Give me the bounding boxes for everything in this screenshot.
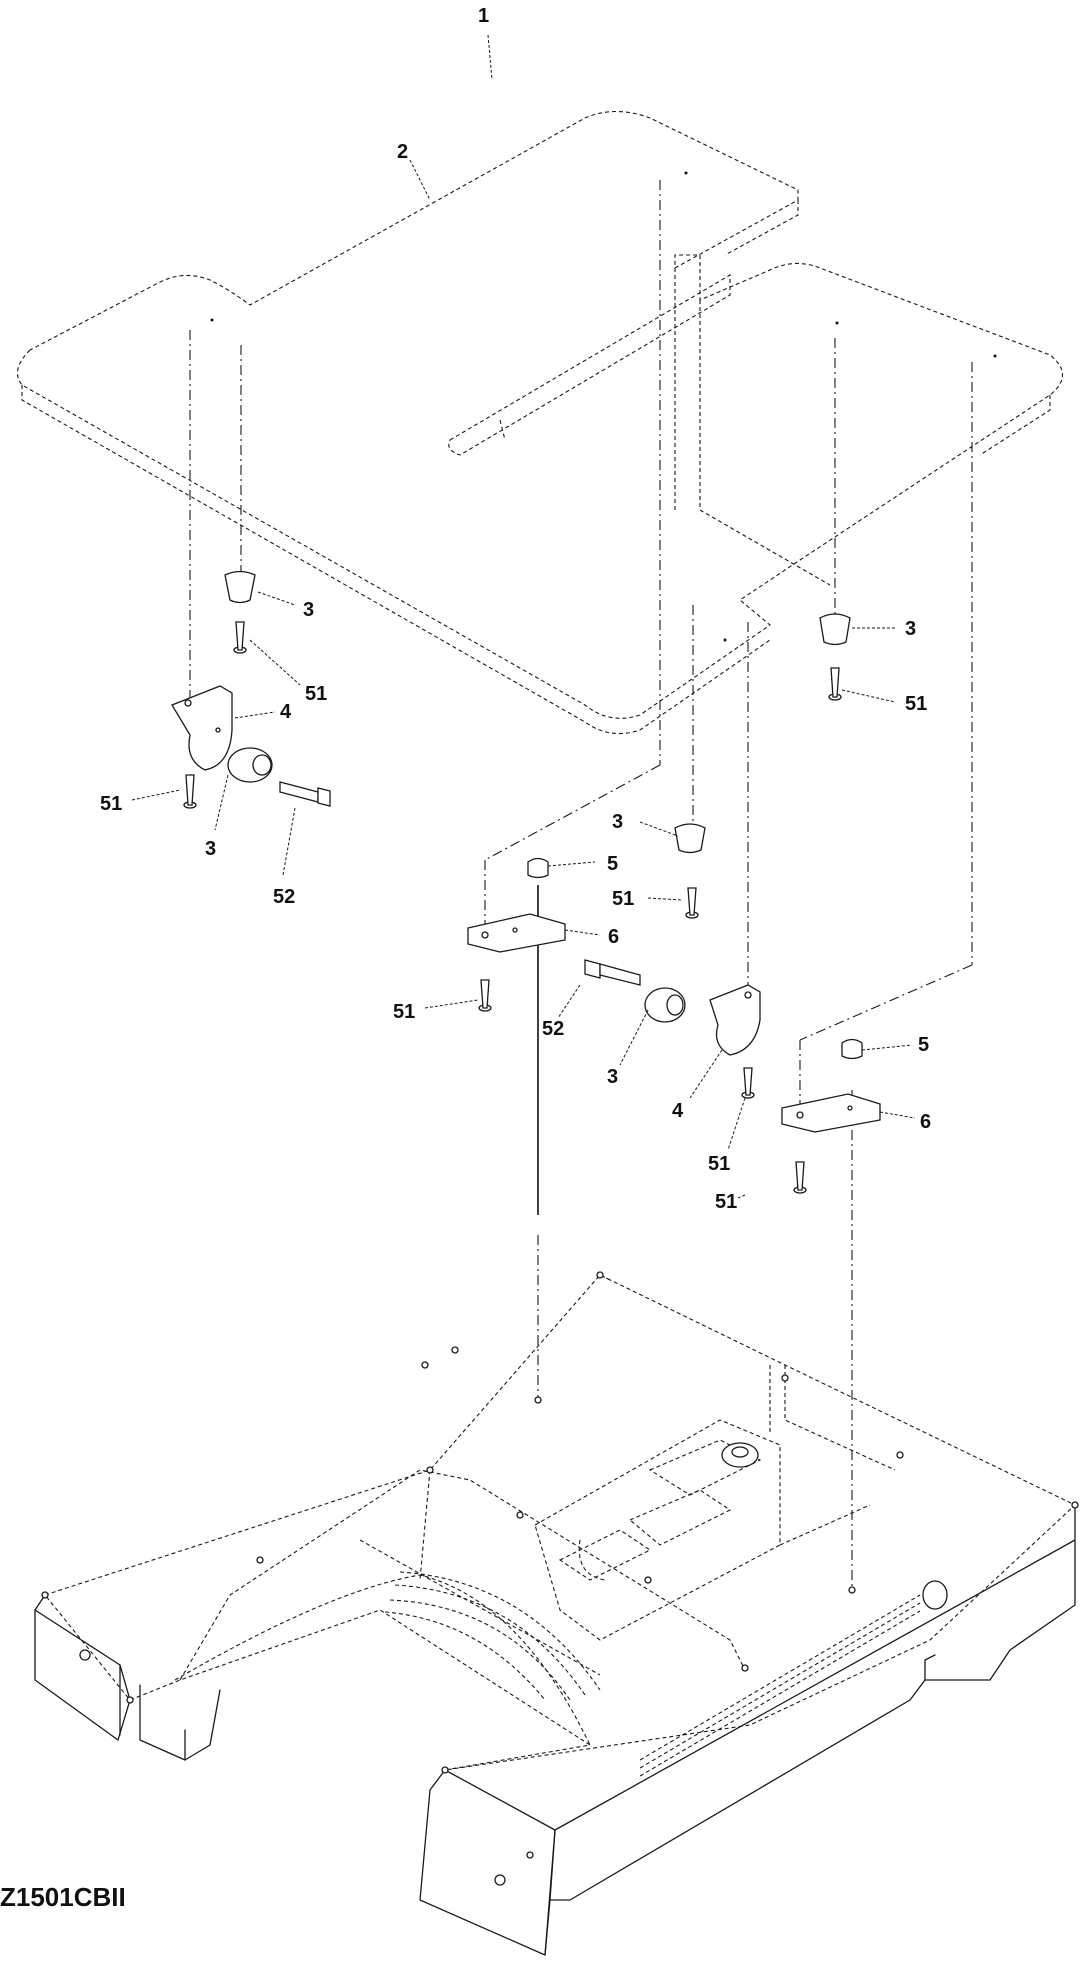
stopper-bracket bbox=[781, 1093, 881, 1133]
callout-1: 1 bbox=[478, 5, 489, 27]
machine-stand bbox=[34, 1271, 1079, 1956]
wood-screw bbox=[478, 979, 492, 1012]
callout-4: 4 bbox=[672, 1100, 684, 1122]
rubber-cushion bbox=[819, 613, 851, 646]
callout-3: 3 bbox=[905, 618, 916, 640]
stopper-knob bbox=[841, 1038, 863, 1060]
callout-5: 5 bbox=[607, 853, 618, 875]
callout-51: 51 bbox=[715, 1191, 737, 1213]
callout-3: 3 bbox=[612, 811, 623, 833]
callout-52: 52 bbox=[542, 1018, 564, 1040]
wood-screw bbox=[793, 1161, 807, 1194]
callout-6: 6 bbox=[920, 1111, 931, 1133]
left-hinge-assembly bbox=[171, 570, 331, 809]
callout-5: 5 bbox=[918, 1034, 929, 1056]
callout-51: 51 bbox=[393, 1001, 415, 1023]
rubber-cushion bbox=[674, 823, 706, 854]
callout-51: 51 bbox=[708, 1153, 730, 1175]
wood-screw bbox=[183, 774, 197, 809]
wood-screw bbox=[685, 887, 699, 919]
callout-51: 51 bbox=[905, 693, 927, 715]
callout-52: 52 bbox=[273, 886, 295, 908]
callout-3: 3 bbox=[205, 838, 216, 860]
figure-code: Z1501CBII bbox=[0, 1882, 126, 1912]
hinge-bolt bbox=[279, 781, 331, 807]
callout-4: 4 bbox=[280, 701, 292, 723]
stopper-knob bbox=[527, 857, 549, 879]
right-hinge-assembly bbox=[584, 959, 761, 1099]
table-top bbox=[16, 111, 1064, 735]
rubber-cushion bbox=[224, 570, 256, 604]
right-rear-cushion-assembly bbox=[819, 613, 851, 701]
callout-51: 51 bbox=[305, 683, 327, 705]
hinge-bracket bbox=[709, 984, 761, 1056]
hinge-bracket bbox=[171, 685, 233, 771]
wood-screw bbox=[233, 621, 247, 654]
wood-screw bbox=[741, 1067, 755, 1099]
centre-cushion-assembly bbox=[674, 823, 706, 919]
hinge-bolt bbox=[584, 959, 641, 986]
callout-2: 2 bbox=[397, 141, 408, 163]
right-stopper-assembly bbox=[781, 1038, 881, 1194]
callout-51: 51 bbox=[100, 793, 122, 815]
callout-leaders bbox=[131, 34, 916, 1199]
callout-6: 6 bbox=[608, 926, 619, 948]
callout-3: 3 bbox=[607, 1066, 618, 1088]
wood-screw bbox=[828, 667, 842, 701]
callout-3: 3 bbox=[303, 599, 314, 621]
callout-51: 51 bbox=[612, 888, 634, 910]
left-stopper-assembly bbox=[467, 857, 566, 1012]
callout-labels: 1 2 3 51 4 51 3 52 3 51 3 5 51 6 51 52 3… bbox=[100, 5, 931, 1213]
assembly-guide-lines bbox=[189, 180, 973, 1590]
stopper-bracket bbox=[467, 913, 566, 953]
